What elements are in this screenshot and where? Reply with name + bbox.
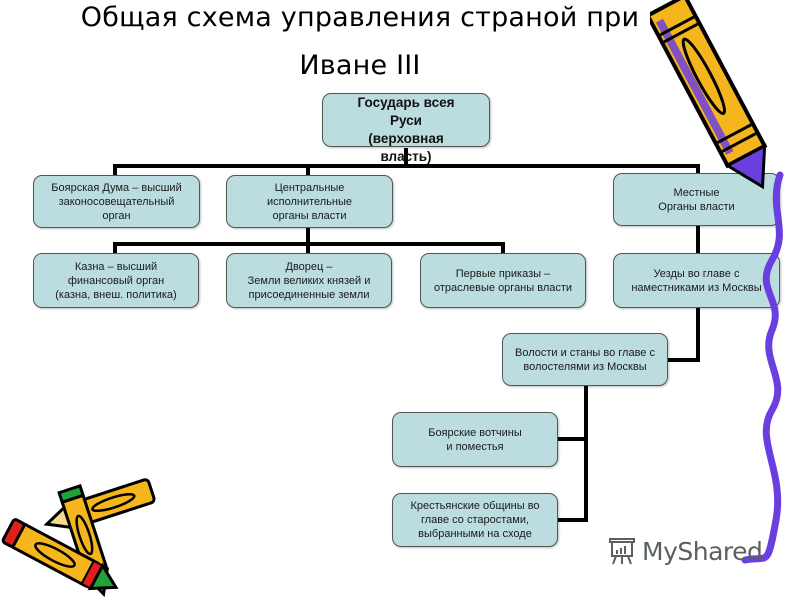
connector: [558, 518, 588, 522]
connector: [113, 164, 117, 176]
connector: [696, 226, 700, 254]
node-central-executive: Центральные исполнительные органы власти: [226, 175, 393, 228]
connector: [501, 242, 505, 254]
pencil-clipart-icon: [650, 0, 784, 564]
connector: [113, 164, 700, 168]
connector: [306, 242, 310, 254]
connector: [696, 164, 700, 176]
connector: [696, 306, 700, 362]
node-sovereign: Государь всея Руси (верховная власть): [322, 93, 490, 164]
connector: [404, 148, 408, 168]
node-boyar-duma: Боярская Дума – высший законосовещательн…: [33, 175, 200, 228]
node-kazna: Казна – высший финансовый орган (казна, …: [33, 253, 199, 308]
connector: [558, 437, 588, 441]
slide-title-line-1: Общая схема управления страной при: [80, 2, 640, 33]
connector: [306, 228, 310, 246]
presentation-board-icon: [609, 538, 635, 565]
node-prikazy: Первые приказы – отраслевые органы власт…: [420, 253, 586, 308]
crossed-pencils-clipart-icon: [1, 478, 156, 598]
watermark-text: MyShared: [642, 536, 763, 566]
connector: [668, 358, 700, 362]
node-volosti: Волости и станы во главе с волостелями и…: [502, 333, 668, 386]
connector: [306, 164, 310, 176]
watermark-logo: MyShared: [606, 536, 763, 566]
node-dvorets: Дворец – Земли великих князей и присоеди…: [226, 253, 392, 308]
node-uezdy: Уезды во главе с наместниками из Москвы: [613, 253, 780, 308]
connector: [113, 242, 117, 254]
node-boyar-votchiny: Боярские вотчины и поместья: [392, 412, 558, 467]
node-peasant-communities: Крестьянские общины во главе со староста…: [392, 493, 558, 547]
slide-title-line-2: Иване III: [299, 50, 421, 81]
connector: [584, 384, 588, 522]
